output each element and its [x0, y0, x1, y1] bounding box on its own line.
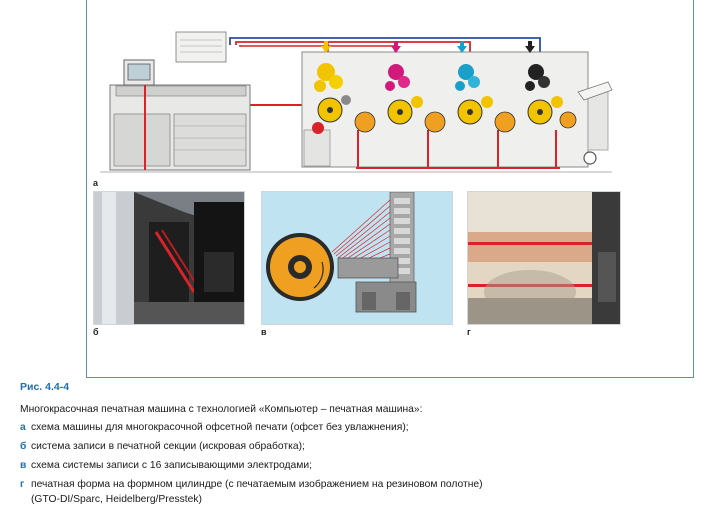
caption-item-letter: а — [20, 422, 26, 433]
electrode-schematic — [261, 191, 453, 325]
arrow-down-yellow-icon — [321, 41, 331, 53]
caption-item-text: схема системы записи с 16 записывающими … — [31, 460, 312, 471]
caption-item: а схема машины для многокрасочной офсетно… — [20, 422, 409, 433]
press-machine-diagram — [100, 31, 613, 173]
panel-label-a: а — [93, 178, 99, 188]
caption-item: б система записи в печатной секции (искро… — [20, 441, 305, 452]
caption-item-letter: г — [20, 479, 25, 490]
panel-label-v: в — [261, 327, 267, 337]
caption-item-letter: в — [20, 460, 27, 471]
arrow-down-cyan-icon — [457, 41, 467, 53]
arrow-down-black-icon — [525, 41, 535, 53]
figure-title: Рис. 4.4-4 — [20, 381, 70, 393]
caption-item-text: схема машины для многокрасочной офсетной… — [31, 422, 409, 433]
arrow-down-magenta-icon — [391, 41, 401, 53]
photo-writing-system — [93, 191, 245, 325]
caption-item-letter: б — [20, 441, 27, 452]
panel-label-g: г — [467, 327, 471, 337]
panel-label-b: б — [93, 327, 99, 337]
caption-item-text: система записи в печатной секции (искров… — [31, 441, 305, 452]
figure-subtitle: Многокрасочная печатная машина с техноло… — [20, 404, 423, 415]
caption-item: г печатная форма на формном цилиндре (с п… — [20, 479, 483, 490]
caption-continuation: (GTO-DI/Sparc, Heidelberg/Presstek) — [31, 494, 202, 505]
photo-printing-plate — [467, 191, 621, 325]
caption-item: в схема системы записи с 16 записывающими… — [20, 460, 312, 471]
caption-item-text: печатная форма на формном цилиндре (с пе… — [31, 479, 483, 490]
